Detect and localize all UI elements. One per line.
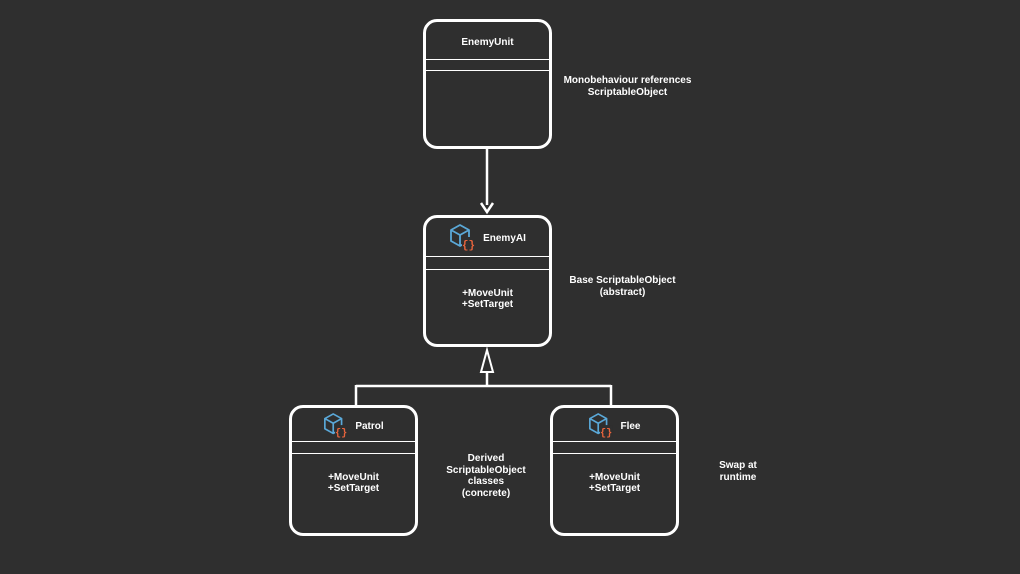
class-name: Flee [620, 420, 641, 432]
class-header: {} EnemyAI [426, 218, 549, 258]
divider [426, 59, 549, 60]
inheritance-triangle [479, 346, 495, 373]
class-header: {} Patrol [292, 408, 415, 444]
divider [426, 269, 549, 270]
class-name: Patrol [355, 420, 384, 432]
method-set-target: +SetTarget [588, 483, 641, 494]
scriptable-object-icon: {} [324, 413, 348, 439]
scriptable-object-icon: {} [450, 224, 475, 252]
divider [292, 441, 415, 442]
scriptable-object-icon: {} [589, 413, 613, 439]
note-base-class: Base ScriptableObject (abstract) [569, 275, 676, 298]
method-list: +MoveUnit +SetTarget [426, 288, 549, 310]
class-box-flee: {} Flee +MoveUnit +SetTarget [550, 405, 679, 536]
class-name: EnemyAI [483, 232, 526, 244]
method-list: +MoveUnit +SetTarget [292, 472, 415, 494]
divider [553, 441, 676, 442]
method-set-target: +SetTarget [461, 299, 514, 310]
method-move-unit: +MoveUnit [462, 288, 513, 299]
method-list: +MoveUnit +SetTarget [553, 472, 676, 494]
class-header: EnemyUnit [426, 22, 549, 62]
association-arrowhead [479, 202, 495, 215]
class-name: EnemyUnit [461, 36, 514, 48]
svg-text:{}: {} [335, 427, 347, 439]
divider [426, 256, 549, 257]
class-box-patrol: {} Patrol +MoveUnit +SetTarget [289, 405, 418, 536]
class-box-enemy-ai: {} EnemyAI +MoveUnit +SetTarget [423, 215, 552, 347]
class-box-enemy-unit: EnemyUnit [423, 19, 552, 149]
svg-text:{}: {} [600, 427, 612, 439]
class-header: {} Flee [553, 408, 676, 444]
divider [292, 453, 415, 454]
method-move-unit: +MoveUnit [589, 472, 640, 483]
divider [426, 70, 549, 71]
svg-text:{}: {} [462, 240, 475, 252]
note-swap-runtime: Swap at runtime [719, 460, 757, 483]
divider [553, 453, 676, 454]
method-move-unit: +MoveUnit [328, 472, 379, 483]
method-set-target: +SetTarget [327, 483, 380, 494]
note-references: Monobehaviour references ScriptableObjec… [563, 75, 692, 98]
note-derived-classes: Derived ScriptableObject classes (concre… [446, 453, 526, 499]
